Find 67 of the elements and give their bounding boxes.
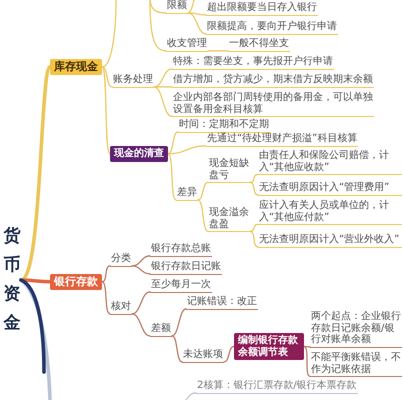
topic-text: 账务处理 xyxy=(112,74,154,88)
topic-text: 至少每月一次 xyxy=(150,279,212,292)
topic-text: 未达账项 xyxy=(182,349,224,362)
branch-line xyxy=(185,392,197,400)
topic-text: 先通过“待处理财产损溢”科目核算 xyxy=(206,133,358,146)
branch-line xyxy=(303,346,311,377)
branch-line xyxy=(249,182,259,196)
topic-text: 差额 xyxy=(150,323,172,336)
branch-line xyxy=(19,278,52,284)
branch-line xyxy=(197,199,209,232)
branch-line xyxy=(131,255,151,266)
branch-line xyxy=(167,153,177,200)
branch-line xyxy=(171,308,187,336)
topic-text: 2核算：银行汇票存款/银行本票存款 xyxy=(196,380,358,394)
topic-text: 特殊：需要坐支，事先报开户行申请 xyxy=(172,56,334,70)
topic-text: 不能平衡账错误，不作为记账依据 xyxy=(310,352,402,377)
branch-line xyxy=(101,265,111,282)
topic-text: 时间：定期和不定期 xyxy=(178,119,270,132)
topic-text: 银行存款总账 xyxy=(150,243,212,256)
branch-line xyxy=(153,86,173,88)
branch-line xyxy=(131,291,151,314)
branch-line xyxy=(167,145,207,154)
topic-text: 应计入有关人员或单位的，计入“其他应付款” xyxy=(258,200,402,225)
topic-text: 两个起点：企业银行存款日记账余额/银行对账单余额 xyxy=(310,311,402,348)
branch-line xyxy=(101,281,111,314)
branch-line xyxy=(131,265,151,274)
topic-text: 现金短缺盘亏 xyxy=(208,158,250,183)
subtopic-box: 现金的清查 xyxy=(110,146,168,162)
branch-line xyxy=(101,66,113,88)
branch-line xyxy=(101,0,117,68)
branch-line xyxy=(101,66,111,154)
subtopic-box: 编制银行存款余额调节表 xyxy=(234,333,304,360)
topic-text: 企业内部各部门周转使用的备用金，可以单独设置备用金科目核算 xyxy=(172,92,374,117)
topic-text: 借方增加，贷方减少，期末借方反映期末余额 xyxy=(172,74,374,88)
topic-text: 差异 xyxy=(176,187,198,200)
branch-line xyxy=(197,182,209,200)
branch-line xyxy=(207,50,229,52)
topic-text: 无法查明原因计入“管理费用” xyxy=(258,182,402,196)
branch-line xyxy=(131,313,151,336)
branch-line xyxy=(223,346,235,362)
central-topic: 货币资金 xyxy=(3,222,21,338)
topic-text: 银行存款日记账 xyxy=(150,261,222,274)
branch-line xyxy=(187,0,195,14)
branch-line xyxy=(187,12,207,34)
topic-text: 由责任人和保险公司赔偿，计入“其他应收款” xyxy=(258,150,402,175)
branch-line xyxy=(19,278,46,374)
topic-text: 核对 xyxy=(110,301,132,314)
topic-text: 超出限额要当日存入银行 xyxy=(206,2,318,16)
branch-line xyxy=(149,0,167,14)
branch-line xyxy=(249,224,259,232)
main-topic-box: 银行存款 xyxy=(50,274,102,290)
branch-line xyxy=(167,131,179,154)
topic-text: 无法查明原因计入“营业外收入” xyxy=(258,234,402,248)
branch-line xyxy=(187,12,207,16)
branch-line xyxy=(249,230,259,248)
branch-line xyxy=(153,86,173,117)
branch-line xyxy=(149,0,167,52)
main-topic-box: 库存现金 xyxy=(50,59,102,74)
topic-text: 一般不得坐支 xyxy=(228,38,290,52)
branch-line xyxy=(153,68,173,88)
topic-text: 收支管理 xyxy=(166,38,208,52)
branch-line xyxy=(171,335,183,362)
branch-line xyxy=(249,174,259,183)
topic-text: 分类 xyxy=(110,253,132,266)
topic-text: 现金溢余盘盈 xyxy=(208,207,250,232)
topic-text: 限额提高，要向开户银行申请 xyxy=(206,21,338,34)
topic-text: 记账错误：改正 xyxy=(186,296,258,310)
